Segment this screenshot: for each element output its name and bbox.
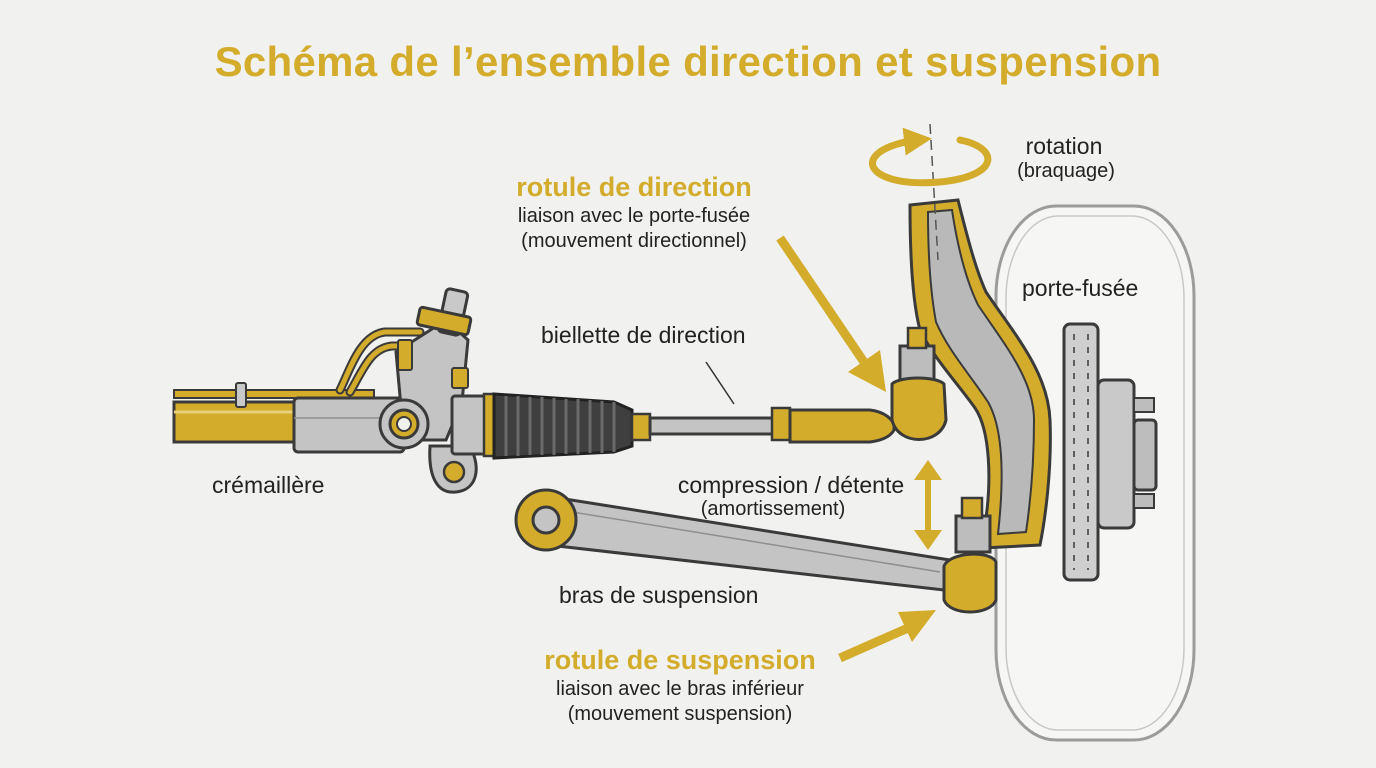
steering-rack [172,287,496,494]
brake-disc [1062,322,1158,582]
page-title: Schéma de l’ensemble direction et suspen… [214,38,1162,85]
rotation-arrow [869,127,992,187]
label-amortissement: (amortissement) [700,498,846,520]
label-porte-fusee: porte-fusée [1022,275,1139,301]
pointer-arrow-rotule-direction [776,235,886,392]
label-rotule-suspension-line2: (mouvement suspension) [567,703,793,725]
leader-line-biellette [705,361,735,405]
tie-rod-ball-joint [890,326,948,441]
label-rotation: rotation [1025,133,1103,159]
label-compression: compression / détente [677,472,905,498]
label-rotule-suspension-title: rotule de suspension [544,645,816,675]
label-cremaillere: crémaillère [212,472,325,498]
tie-rod [648,406,896,444]
label-rotule-direction-line1: liaison avec le porte-fusée [517,205,751,227]
label-rotule-direction-title: rotule de direction [516,172,752,202]
rack-boot [492,392,652,460]
compression-arrow [914,460,942,550]
control-arm [514,488,952,592]
label-rotule-suspension-line1: liaison avec le bras inférieur [556,678,804,700]
label-braquage: (braquage) [1017,160,1115,182]
label-bras-suspension: bras de suspension [559,582,759,608]
label-biellette: biellette de direction [541,322,746,348]
pointer-arrow-rotule-suspension [838,610,936,663]
lower-ball-joint [942,496,998,614]
label-rotule-direction-line2: (mouvement directionnel) [521,230,747,252]
